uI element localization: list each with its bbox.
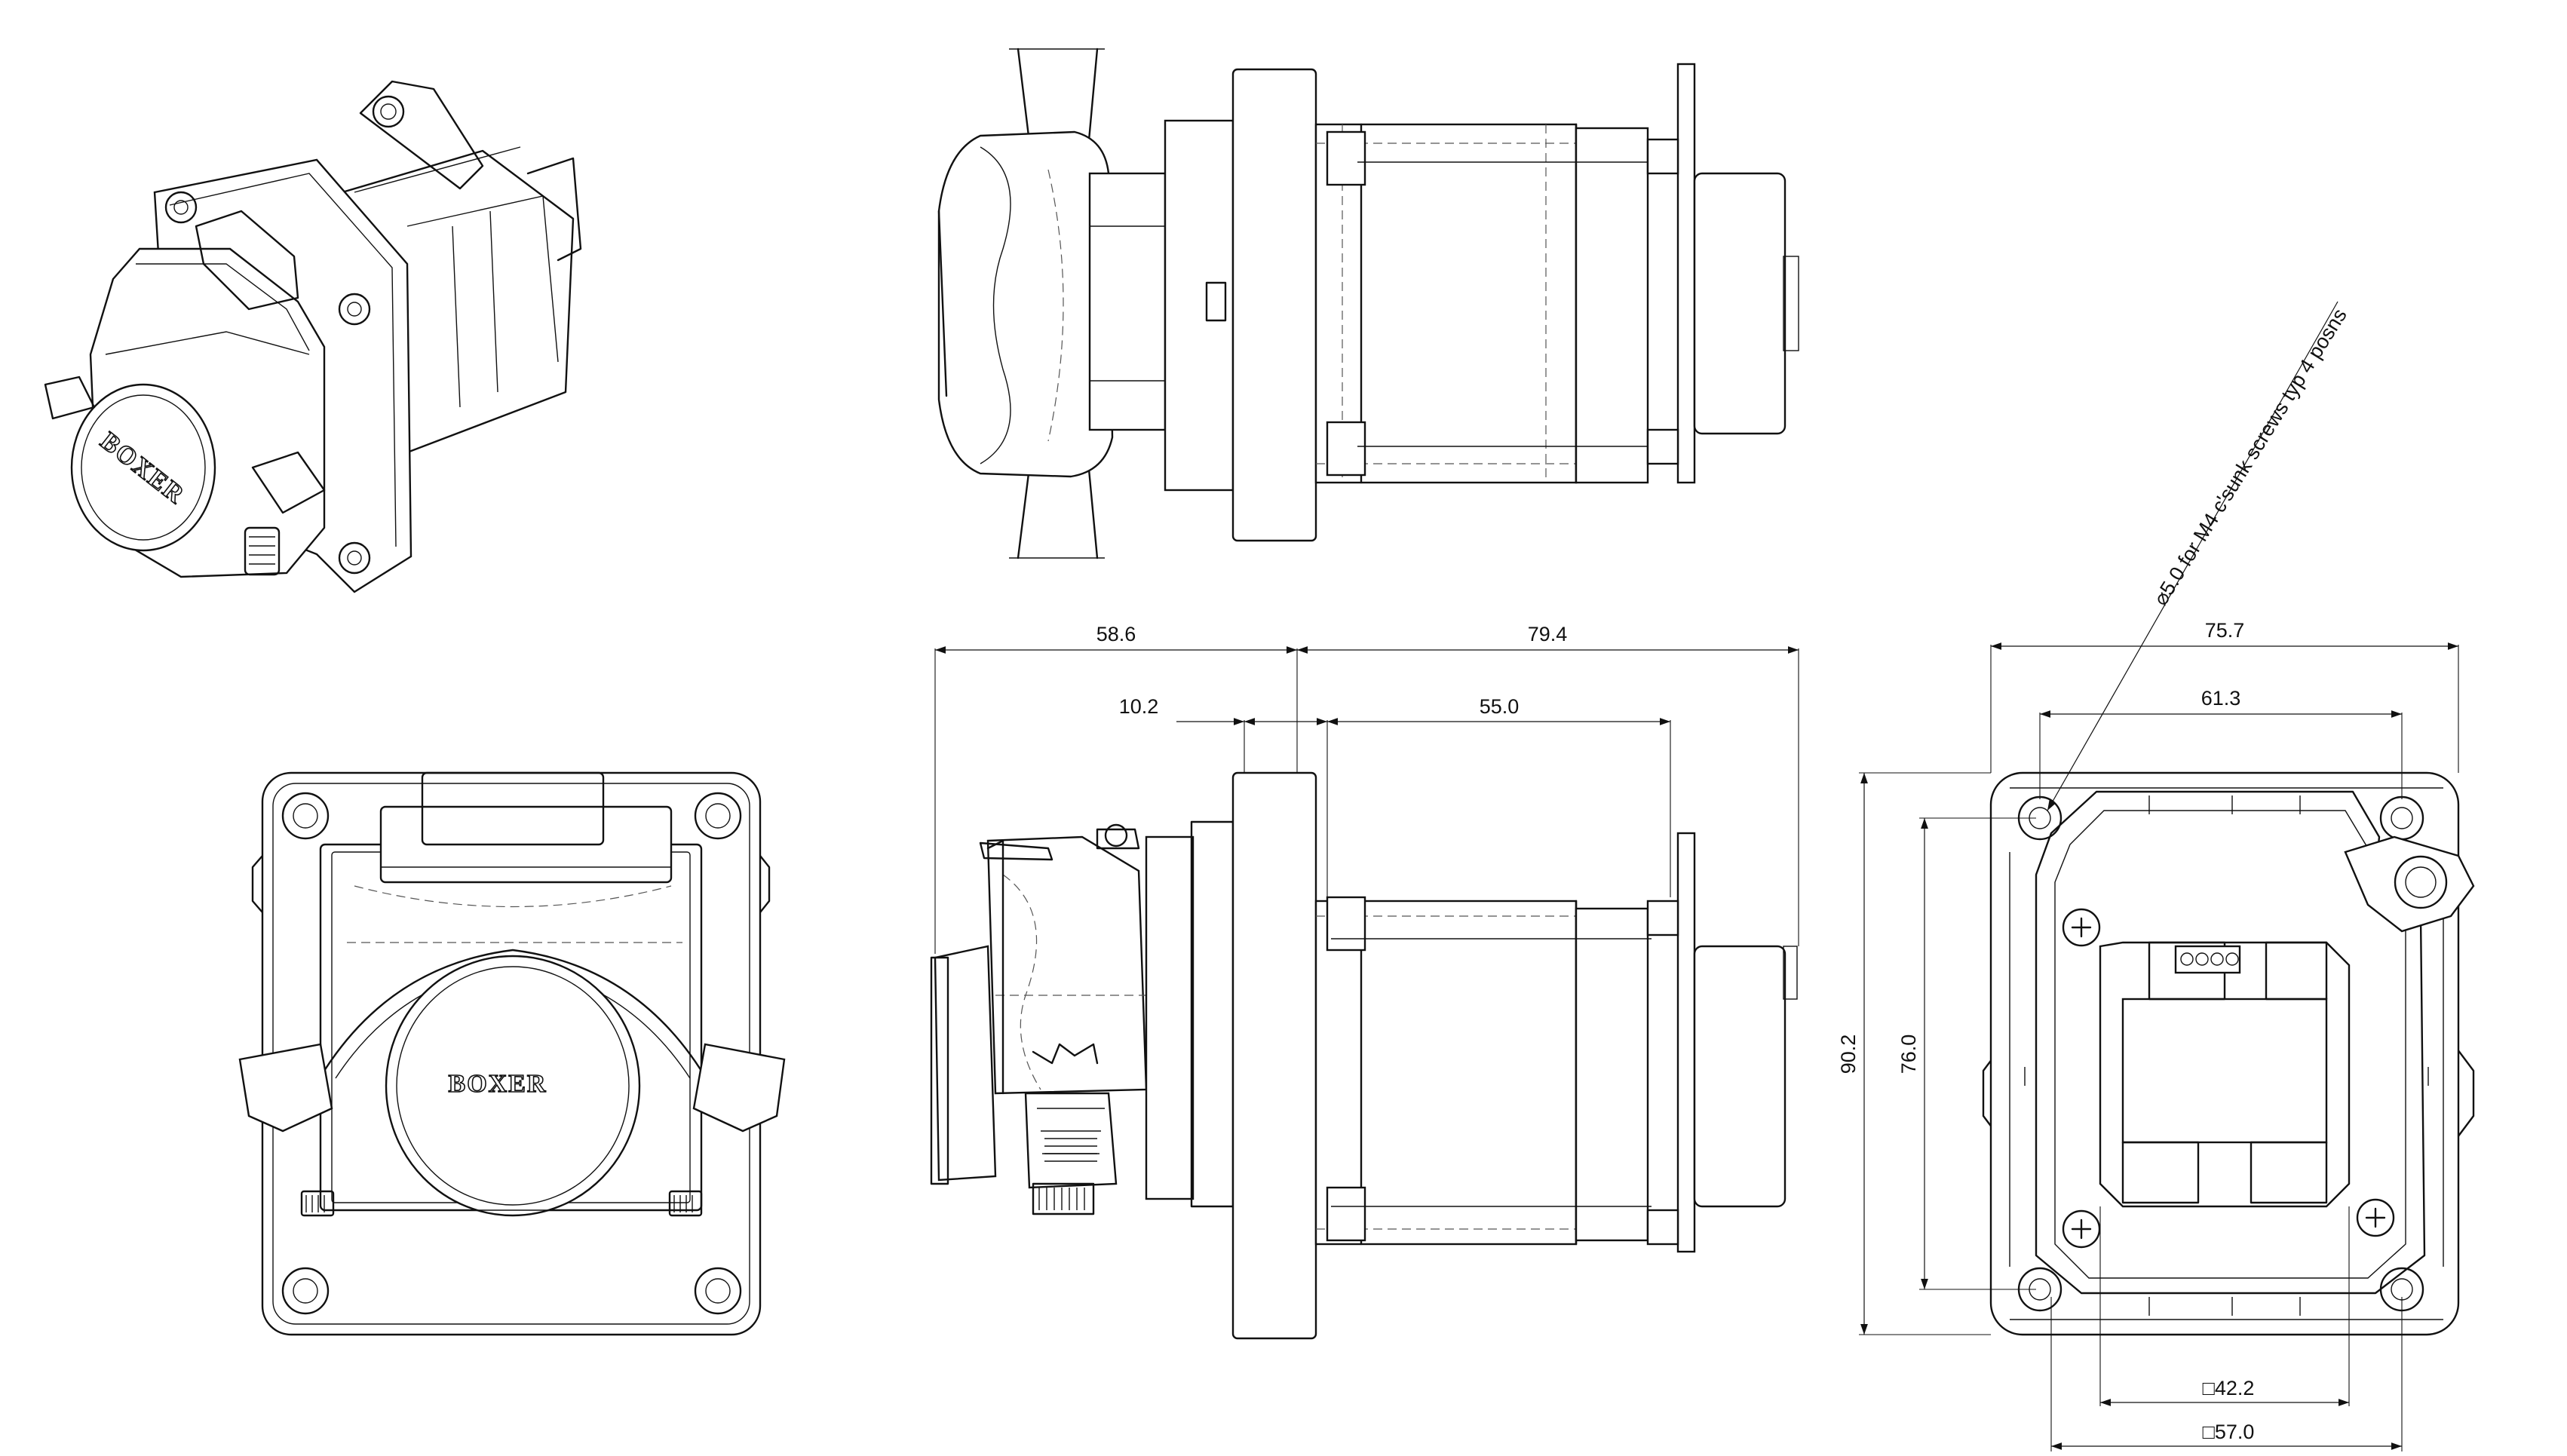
dim-hole-spacing-x: 61.3: [2201, 687, 2241, 710]
side-view: [930, 771, 1798, 1340]
dim-pump-length: 58.6: [1096, 623, 1136, 645]
dim-total-width: 75.7: [2205, 619, 2245, 642]
dim-flange-thickness: 10.2: [1119, 695, 1159, 718]
end-view: [1982, 771, 2475, 1336]
mounting-note: ⌀5.0 for M4 c'sunk screws typ 4 posns: [2149, 305, 2351, 609]
front-boxer-logo: BOXER: [449, 1070, 547, 1098]
isometric-view: BOXER: [44, 80, 582, 593]
dim-motor-length: 79.4: [1528, 623, 1568, 645]
side-view-dimensions: 58.6 79.4 10.2 55.0: [934, 623, 1799, 954]
dim-hole-spacing-y: 76.0: [1897, 1035, 1920, 1074]
dim-total-height: 90.2: [1837, 1035, 1860, 1074]
front-view: BOXER: [238, 771, 786, 1336]
dim-square-inner: □42.2: [2203, 1377, 2255, 1399]
dim-motor-body: 55.0: [1480, 695, 1520, 718]
top-view: [937, 48, 1799, 559]
dim-square-outer: □57.0: [2203, 1421, 2255, 1443]
screw-icon: [2062, 908, 2395, 1249]
